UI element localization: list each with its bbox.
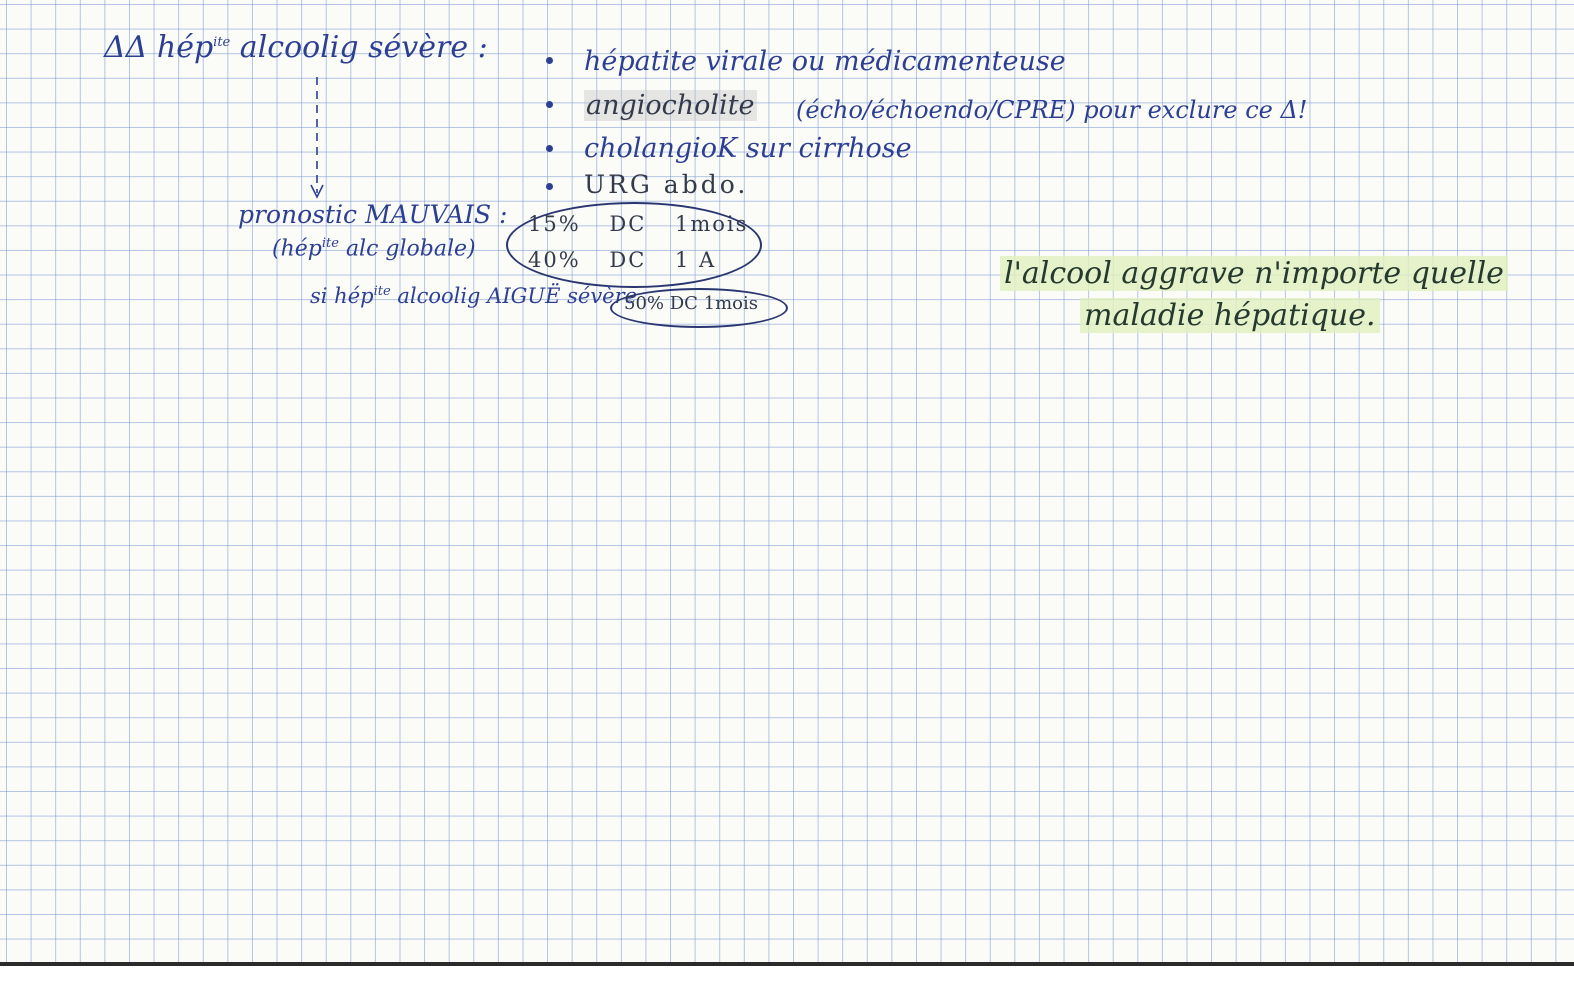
heading-sup: ite [213, 35, 231, 50]
prognosis-label: pronostic MAUVAIS : [238, 200, 508, 229]
prognosis-stats-oval [506, 202, 762, 288]
heading-pre: hép [156, 30, 214, 65]
stat-dc: DC [609, 212, 647, 236]
diff-item-urg-abdo: URG abdo. [584, 170, 749, 199]
acute-stat-oval [610, 288, 788, 328]
stat-time: 1mois [674, 212, 749, 236]
diff-item-viral-hepatitis: hépatite virale ou médicamenteuse [584, 46, 1066, 77]
bullet-dot [546, 183, 553, 190]
delta-symbol: ΔΔ [104, 30, 148, 65]
note-heading: ΔΔ hépite alcoolig sévère : [104, 30, 488, 65]
bullet-dot [546, 101, 553, 108]
stat-time: 1 A [674, 248, 717, 272]
bullet-dot [546, 145, 553, 152]
stat-pct: 15% [528, 212, 581, 236]
scan-background [0, 966, 1574, 984]
acute-stat: 50% DC 1mois [624, 293, 759, 314]
diff-item-cholangiok: cholangioK sur cirrhose [584, 133, 912, 164]
stat-row-2: 40% DC 1 A [528, 248, 716, 272]
diff-item-angiocholite-note: (écho/échoendo/CPRE) pour exclure ce Δ! [796, 96, 1308, 124]
prognosis-subtitle: (hépite alc globale) [272, 236, 476, 262]
diff-item-angiocholite: angiocholite [584, 90, 757, 121]
heading-post: alcoolig sévère : [239, 30, 488, 65]
paper-bottom-edge [0, 962, 1574, 966]
stat-row-1: 15% DC 1mois [528, 212, 748, 236]
acute-severe-line: si hépite alcoolig AIGUË sévère [310, 284, 638, 308]
dashed-arrow [310, 77, 324, 199]
side-note-line-2: maladie hépatique. [1080, 298, 1380, 333]
stat-pct: 40% [528, 248, 581, 272]
stat-dc: DC [609, 248, 647, 272]
side-note-line-1: l'alcool aggrave n'importe quelle [1000, 256, 1508, 291]
bullet-dot [546, 57, 553, 64]
